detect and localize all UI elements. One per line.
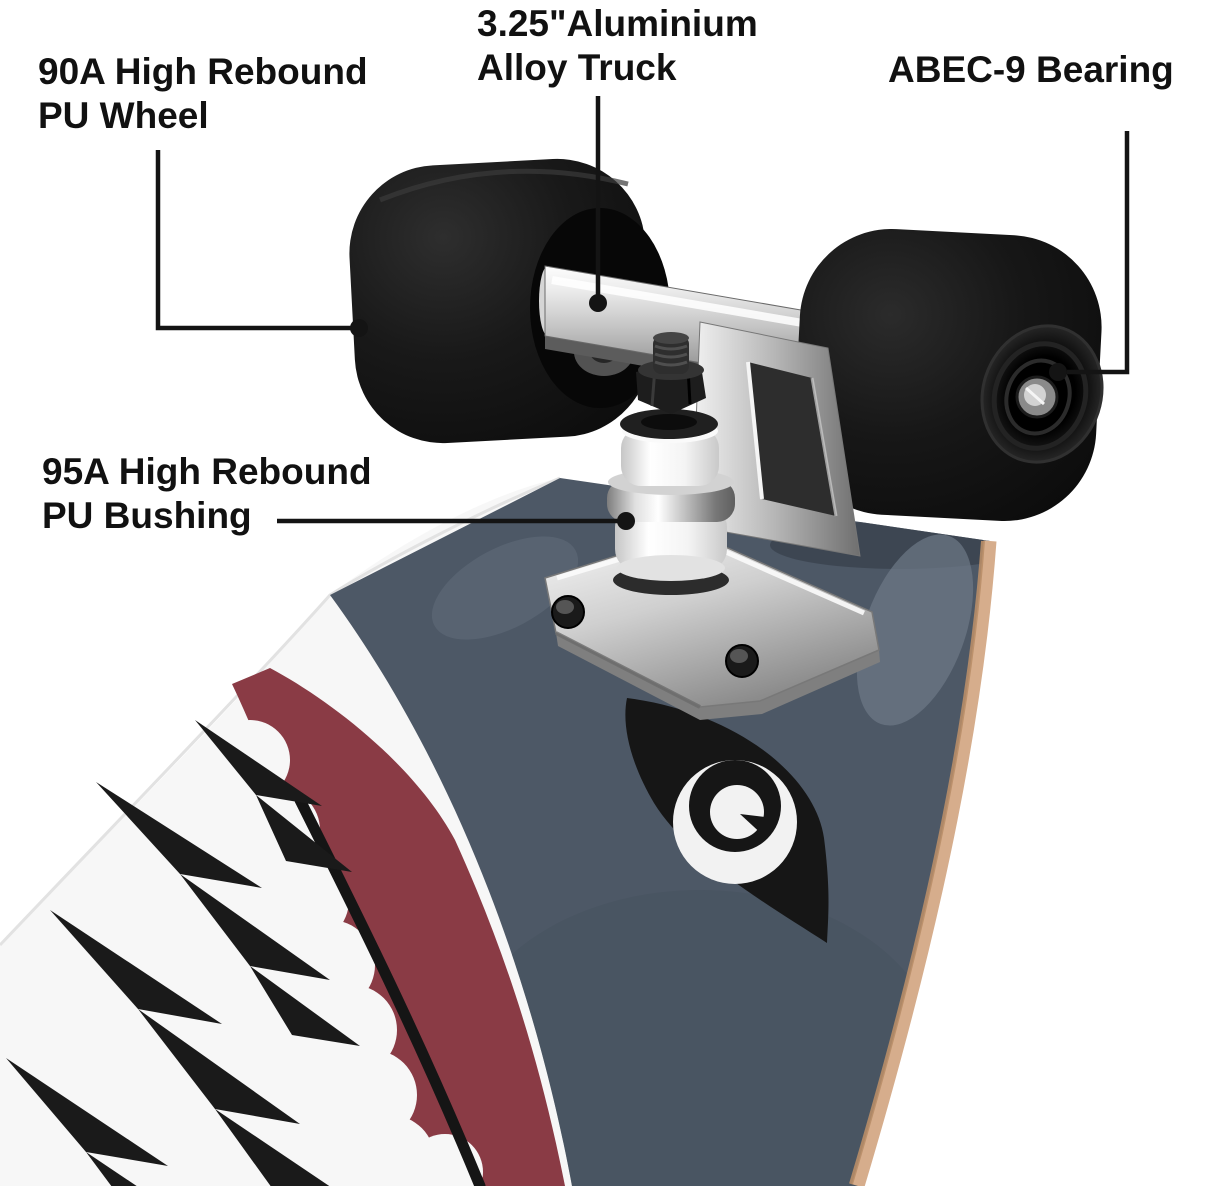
- leader-dot-wheel: [350, 319, 368, 337]
- bearing-ring-inner: [1004, 358, 1072, 436]
- shark-mouth-graphic: [6, 668, 565, 1186]
- bearing-ring-outer: [991, 341, 1089, 451]
- axle-nut-glint: [1025, 386, 1045, 406]
- leader-line-wheel: [155, 150, 352, 331]
- teeth-zigzags: [6, 720, 360, 1186]
- right-wheel: [794, 228, 1104, 522]
- eye-pupil-highlight: [710, 785, 764, 839]
- callout-wheel-line2: PU Wheel: [38, 95, 209, 136]
- callout-bearing-line1: ABEC-9 Bearing: [888, 49, 1174, 90]
- baseplate-front-face: [556, 633, 880, 720]
- deck: [0, 476, 997, 1186]
- eye-pupil-notch: [740, 814, 774, 838]
- callout-truck: 3.25"Aluminium Alloy Truck: [477, 2, 758, 90]
- leader-dot-bushing: [617, 512, 635, 530]
- pivot-edge-highlight: [746, 361, 764, 500]
- wood-edge-inner-line: [849, 540, 985, 1185]
- mounting-bolt: [725, 644, 759, 678]
- baseplate-edge-shade: [555, 631, 701, 709]
- leader-line-bearing: [1067, 131, 1130, 375]
- mouth-crease-line: [294, 794, 486, 1186]
- callout-bushing-line1: 95A High Rebound: [42, 451, 372, 492]
- callout-bushing-line2: PU Bushing: [42, 495, 252, 536]
- mouth-red-band: [232, 668, 565, 1186]
- pivot-cutout: [748, 362, 836, 516]
- callout-bearing: ABEC-9 Bearing: [888, 48, 1174, 92]
- leader-dot-truck: [589, 294, 607, 312]
- right-wheel-rim: [980, 324, 1104, 464]
- callout-wheel-line1: 90A High Rebound: [38, 51, 368, 92]
- kingpin-thread-ridges: [654, 344, 688, 367]
- wood-edge: [851, 540, 997, 1186]
- callout-bushing: 95A High Rebound PU Bushing: [42, 450, 372, 538]
- pu-bushing-lower-rim: [617, 555, 725, 581]
- callout-truck-line2: Alloy Truck: [477, 47, 677, 88]
- kingpin-assembly: [607, 332, 735, 595]
- leader-dot-bearing: [1049, 363, 1067, 381]
- leader-dots: [350, 294, 1067, 530]
- kingpin-washer-core: [641, 414, 697, 430]
- callout-wheel: 90A High Rebound PU Wheel: [38, 50, 368, 138]
- mounting-bolt: [551, 595, 585, 629]
- pivot-edge-light: [810, 377, 838, 517]
- shark-eye: [625, 698, 829, 943]
- leader-lines: [155, 96, 1130, 524]
- pu-bushing-upper: [621, 428, 719, 486]
- callout-truck-line1: 3.25"Aluminium: [477, 3, 758, 44]
- deck-rail-edge: [0, 476, 561, 947]
- left-wheel-highlight: [379, 168, 629, 203]
- kingpin-thread-top: [653, 332, 689, 344]
